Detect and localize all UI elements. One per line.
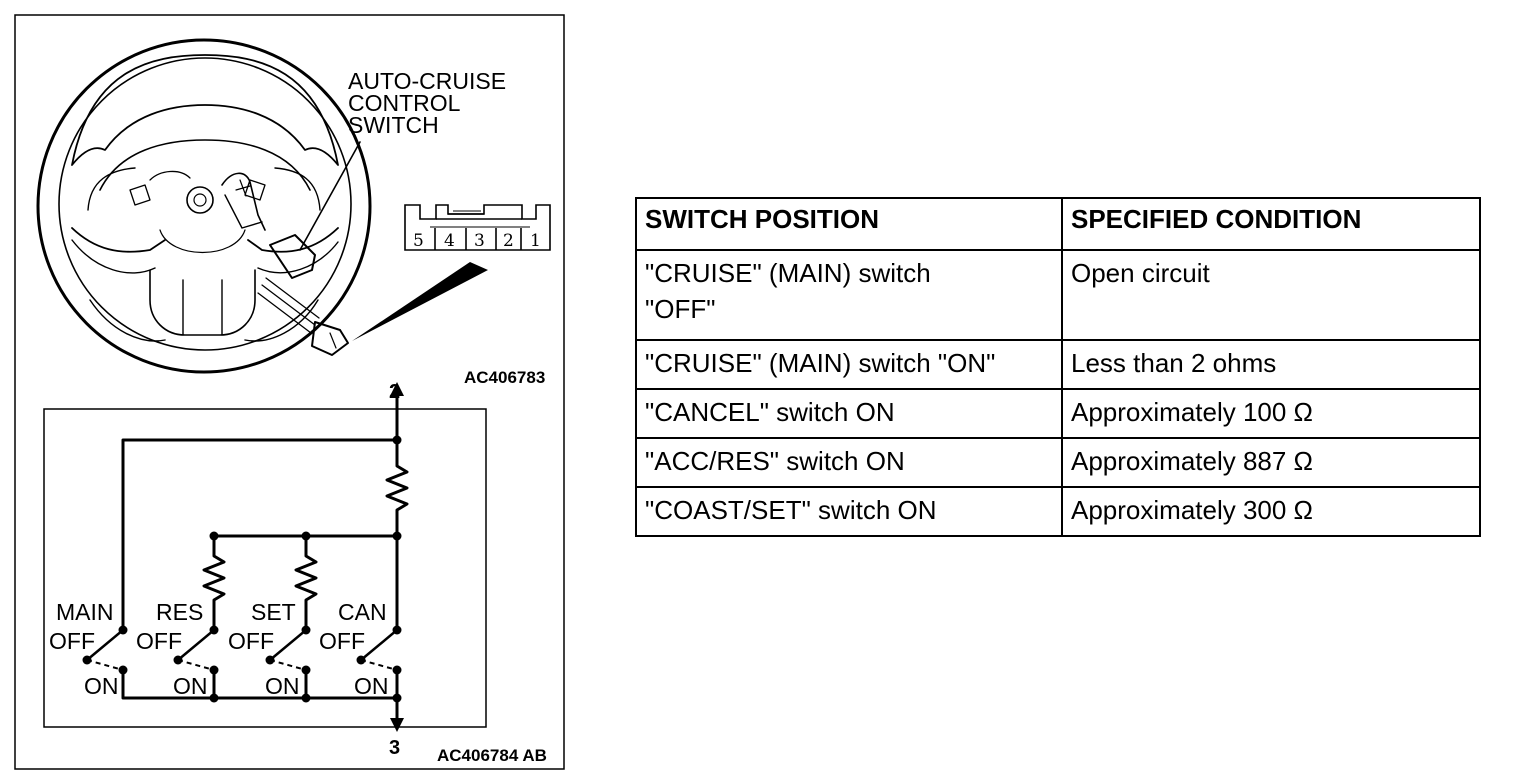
connector-pin-1: 1 xyxy=(530,231,541,251)
cell-position-line-1: "CRUISE" (MAIN) switch xyxy=(645,258,931,288)
cell-position-line-2: "OFF" xyxy=(645,294,716,324)
cell-position: "COAST/SET" switch ON xyxy=(635,486,1063,537)
cell-condition: Less than 2 ohms xyxy=(1061,339,1481,390)
circuit-junctions xyxy=(82,435,402,703)
cell-position: "CANCEL" switch ON xyxy=(635,388,1063,439)
header-switch-position: SWITCH POSITION xyxy=(635,197,1063,251)
switch-res-on: ON xyxy=(173,673,208,699)
cell-position: "CRUISE" (MAIN) switch "OFF" xyxy=(635,249,1063,341)
callout-line-2: CONTROL xyxy=(348,90,461,116)
switch-set-off: OFF xyxy=(228,628,274,654)
connector-callout-wedge xyxy=(352,262,488,341)
switch-main-on: ON xyxy=(84,673,119,699)
terminal-2-arrow xyxy=(390,382,404,396)
switch-can-name: CAN xyxy=(338,599,387,625)
switch-res-name: RES xyxy=(156,599,203,625)
table-row: "CANCEL" switch ON Approximately 100 Ω xyxy=(635,388,1481,439)
cell-condition: Approximately 100 Ω xyxy=(1061,388,1481,439)
steering-switch-figure: AUTO-CRUISE CONTROL SWITCH 5 4 3 2 1 AC4… xyxy=(14,14,565,770)
switch-main-off: OFF xyxy=(49,628,95,654)
figure-code-top: AC406783 xyxy=(464,368,545,387)
switch-blades xyxy=(86,629,398,661)
figure-frame xyxy=(14,14,565,770)
connector-pin-3: 3 xyxy=(474,231,485,251)
table-row: "CRUISE" (MAIN) switch "ON" Less than 2 … xyxy=(635,339,1481,390)
terminal-3-arrow xyxy=(390,718,404,732)
switch-can-off: OFF xyxy=(319,628,365,654)
circuit-frame xyxy=(43,408,487,728)
switch-main-name: MAIN xyxy=(56,599,114,625)
cell-position: "CRUISE" (MAIN) switch "ON" xyxy=(635,339,1063,390)
callout-line-3: SWITCH xyxy=(348,112,439,138)
terminal-3-label: 3 xyxy=(389,737,400,759)
switch-res-off: OFF xyxy=(136,628,182,654)
table-header-row: SWITCH POSITION SPECIFIED CONDITION xyxy=(635,197,1481,251)
steering-wheel-illustration xyxy=(36,38,372,374)
cell-condition: Approximately 300 Ω xyxy=(1061,486,1481,537)
connector-pin-5: 5 xyxy=(413,231,424,251)
switch-can-on: ON xyxy=(354,673,389,699)
header-specified-condition: SPECIFIED CONDITION xyxy=(1061,197,1481,251)
table-row: "CRUISE" (MAIN) switch "OFF" Open circuit xyxy=(635,249,1481,341)
switch-action-dashes xyxy=(86,659,398,671)
figure-code-bottom: AC406784 AB xyxy=(437,746,547,765)
callout-line-1: AUTO-CRUISE xyxy=(348,68,506,94)
connector-pin-4: 4 xyxy=(444,231,455,251)
connector-face xyxy=(404,204,551,251)
table-row: "COAST/SET" switch ON Approximately 300 … xyxy=(635,486,1481,537)
connector-pin-2: 2 xyxy=(503,231,514,251)
table-row: "ACC/RES" switch ON Approximately 887 Ω xyxy=(635,437,1481,488)
cell-condition: Open circuit xyxy=(1061,249,1481,341)
switch-set-name: SET xyxy=(251,599,296,625)
switch-set-on: ON xyxy=(265,673,300,699)
terminal-2-label: 2 xyxy=(389,381,400,403)
spec-table: SWITCH POSITION SPECIFIED CONDITION "CRU… xyxy=(635,197,1481,537)
cell-position: "ACC/RES" switch ON xyxy=(635,437,1063,488)
cell-condition: Approximately 887 Ω xyxy=(1061,437,1481,488)
